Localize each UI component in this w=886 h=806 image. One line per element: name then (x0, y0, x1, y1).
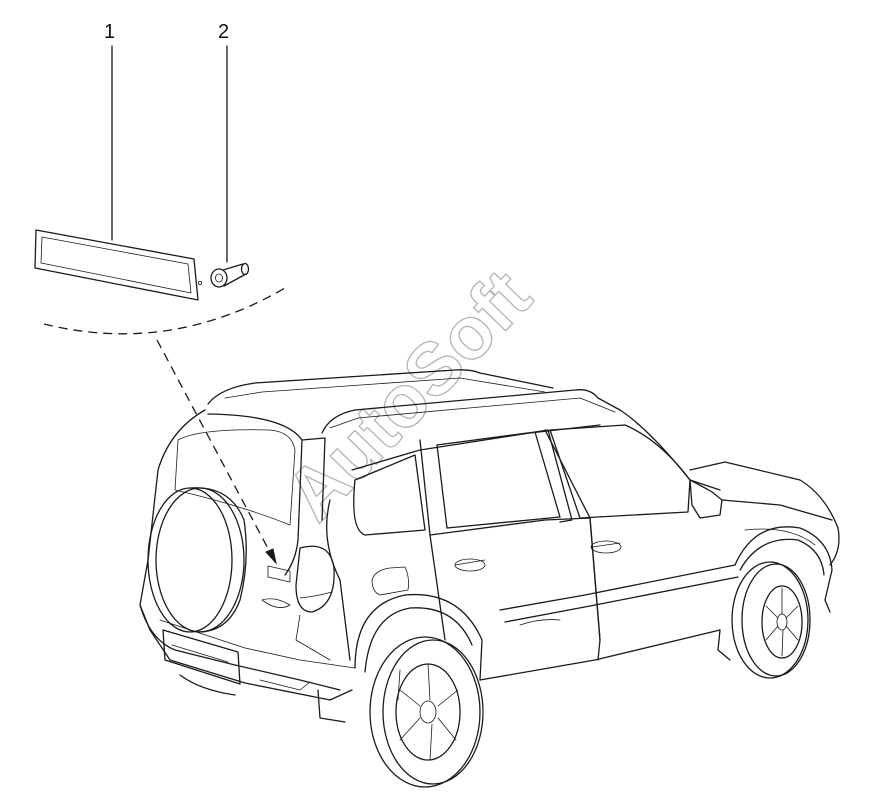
fastener-clip-part (210, 262, 250, 288)
callout-1-number: 1 (104, 21, 115, 43)
callout-2-number: 2 (218, 21, 229, 43)
detail-view-arc (43, 287, 286, 335)
rear-wheel (369, 636, 481, 788)
suv-vehicle-drawing (139, 369, 840, 788)
reflector-location (267, 565, 291, 583)
leader-arrow-line (156, 339, 273, 557)
callout-1: 1 (104, 21, 115, 241)
watermark: AutoSoft (270, 254, 547, 536)
leader-arrow-head (265, 548, 277, 565)
reflector-part (34, 229, 202, 301)
front-wheel (731, 561, 809, 679)
spare-wheel (147, 487, 233, 633)
callout-2: 2 (218, 21, 229, 263)
